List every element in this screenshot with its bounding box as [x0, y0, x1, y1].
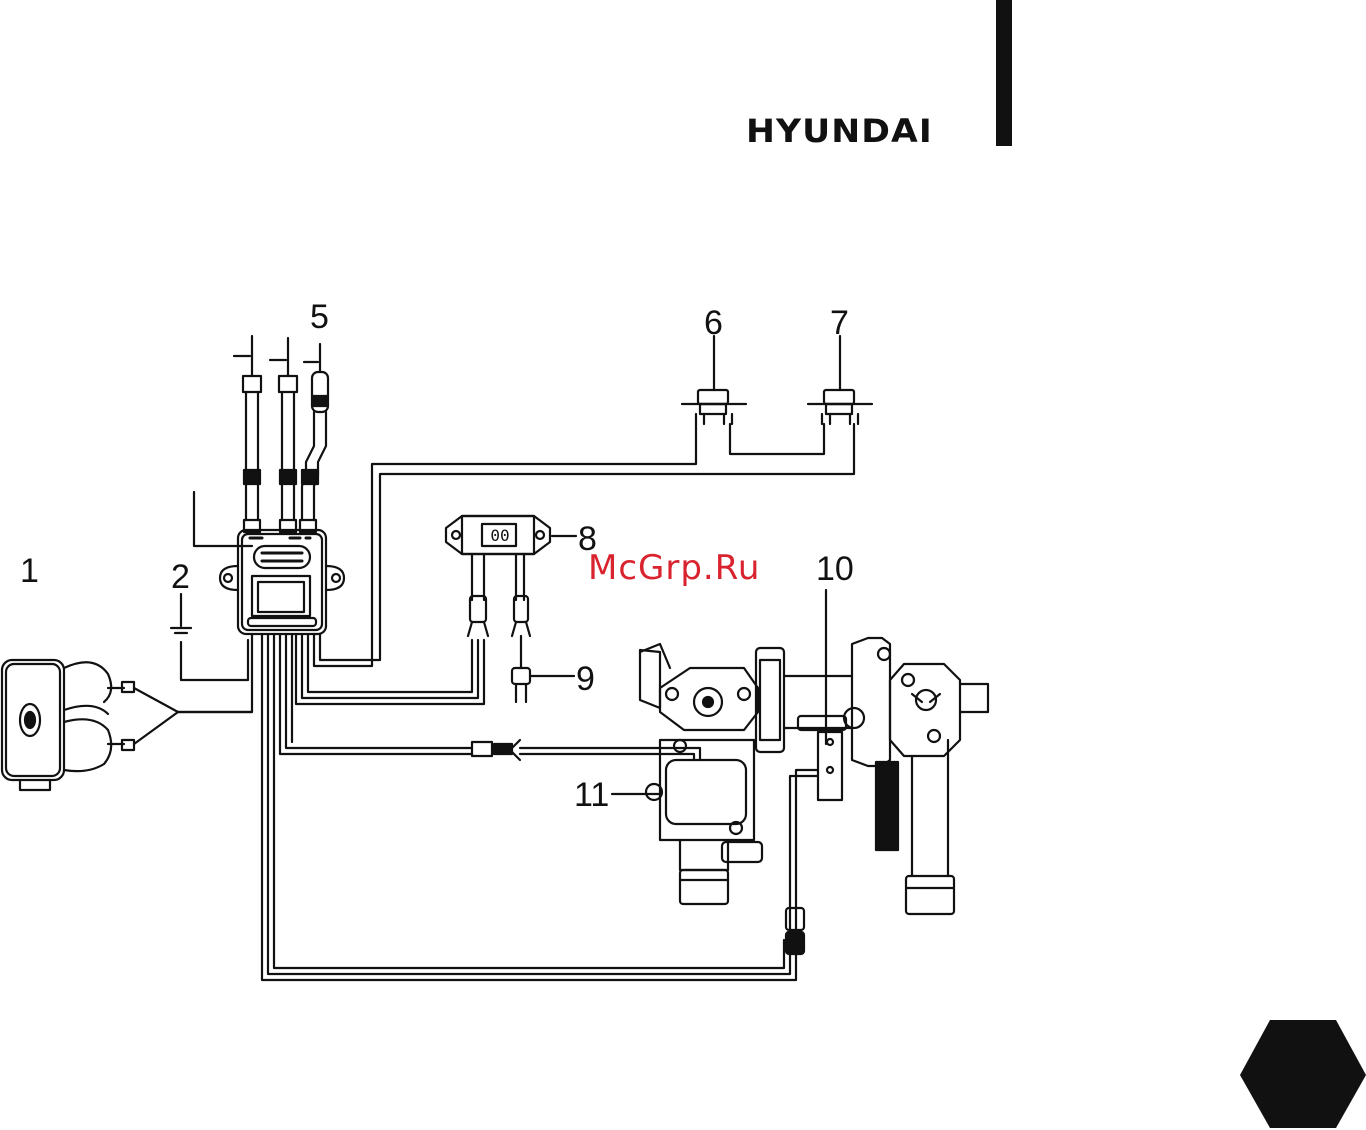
inline-connector — [472, 740, 700, 760]
callout-6: 6 — [704, 306, 723, 340]
callout-1: 1 — [20, 554, 39, 588]
callout-2: 2 — [171, 560, 190, 594]
thermostat-6 — [682, 336, 824, 454]
thermostat-7 — [808, 336, 872, 424]
brand-logo: HYUNDAI — [746, 112, 933, 150]
flow-switch — [786, 590, 846, 954]
callout-9: 9 — [576, 662, 595, 696]
callout-8: 8 — [578, 522, 597, 556]
gas-valve — [612, 644, 852, 904]
watermark-text: McGrp.Ru — [588, 548, 760, 588]
callout-7: 7 — [830, 306, 849, 340]
display-readout: 00 — [484, 524, 516, 546]
callout-11: 11 — [574, 778, 609, 812]
ignition-electrodes — [234, 336, 328, 532]
callout-10: 10 — [816, 552, 854, 586]
water-valve — [844, 638, 988, 914]
ground-symbol — [171, 594, 248, 680]
page-edge-bar — [996, 0, 1012, 146]
callout-5: 5 — [310, 300, 329, 334]
page-hexagon — [1240, 1020, 1366, 1128]
